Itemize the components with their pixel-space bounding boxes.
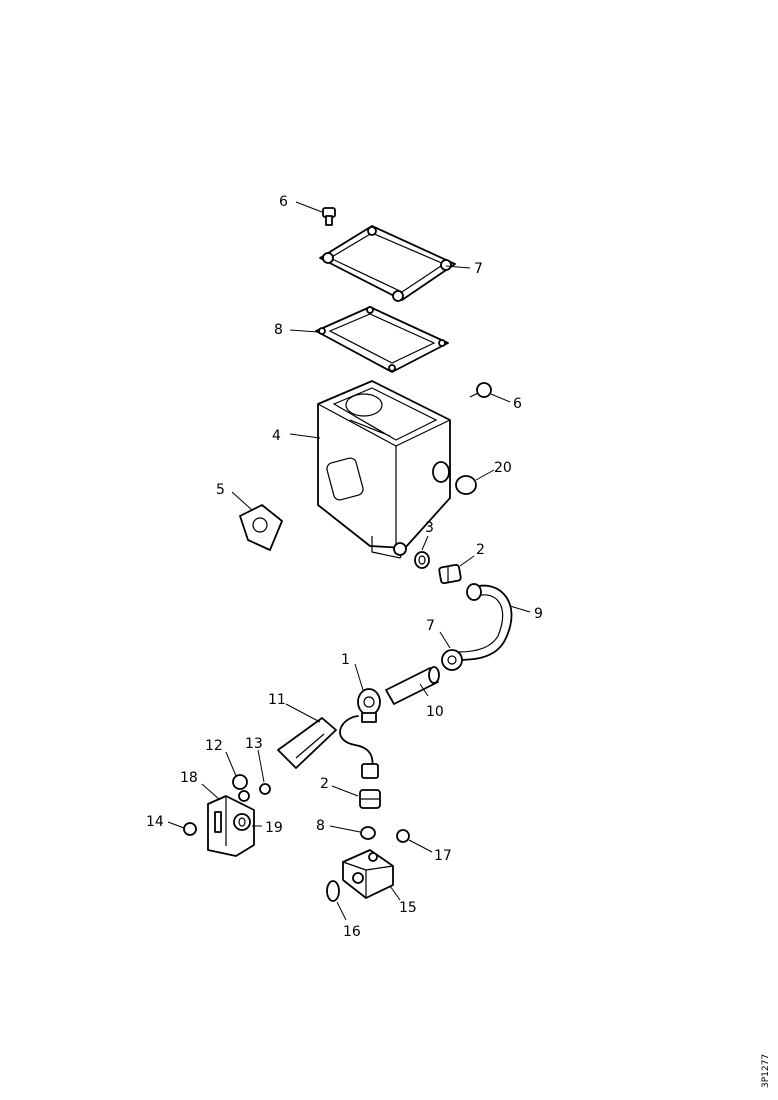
callout-14: 14	[146, 814, 164, 830]
callout-9: 9	[534, 606, 543, 622]
callout-1: 1	[341, 652, 350, 668]
bolt-top	[322, 207, 336, 226]
washer-13	[259, 783, 271, 795]
callout-3: 3	[425, 520, 434, 536]
bolt-14	[183, 822, 197, 836]
callout-2-lower: 2	[320, 776, 329, 792]
union-7	[441, 649, 463, 671]
tube-9	[454, 583, 513, 661]
callout-7-top: 7	[474, 261, 483, 277]
flange	[239, 504, 283, 551]
callout-18: 18	[180, 770, 198, 786]
callout-15: 15	[399, 900, 417, 916]
tube-11	[277, 715, 379, 779]
callout-19: 19	[265, 820, 283, 836]
callout-8-top: 8	[274, 322, 283, 338]
callout-5: 5	[216, 482, 225, 498]
banjo-1	[357, 688, 381, 723]
callout-6-top: 6	[279, 194, 288, 210]
callout-labels: 6 7 8 6 4 5 20 3 2 9 7 1 10 11 12 13 18 …	[146, 194, 543, 940]
clamp-19	[233, 813, 251, 831]
callout-17: 17	[434, 848, 452, 864]
block-15	[342, 849, 394, 899]
nut-12	[232, 774, 250, 802]
leader-lines	[167, 201, 531, 921]
screw-17	[396, 829, 410, 843]
callout-2-upper: 2	[476, 542, 485, 558]
callout-11: 11	[268, 692, 286, 708]
cover-gasket	[315, 306, 449, 373]
callout-4: 4	[272, 428, 281, 444]
callout-16: 16	[343, 924, 361, 940]
bolt-side	[469, 382, 492, 398]
washer-3	[414, 551, 430, 569]
callout-12: 12	[205, 738, 223, 754]
washer-8b	[360, 826, 376, 840]
bracket-18	[207, 795, 255, 857]
plug	[455, 475, 477, 495]
union-2	[438, 563, 462, 585]
housing	[317, 380, 451, 559]
sleeve-10	[385, 666, 440, 705]
o-ring-16	[326, 880, 340, 902]
callout-10: 10	[426, 704, 444, 720]
callout-13: 13	[245, 736, 263, 752]
cover-plate	[319, 225, 456, 302]
figure-id: 3P1277	[761, 1054, 771, 1088]
callout-20: 20	[494, 460, 512, 476]
callout-6-side: 6	[513, 396, 522, 412]
callout-7-lower: 7	[426, 618, 435, 634]
union-2b	[359, 789, 381, 809]
callout-8-lower: 8	[316, 818, 325, 834]
